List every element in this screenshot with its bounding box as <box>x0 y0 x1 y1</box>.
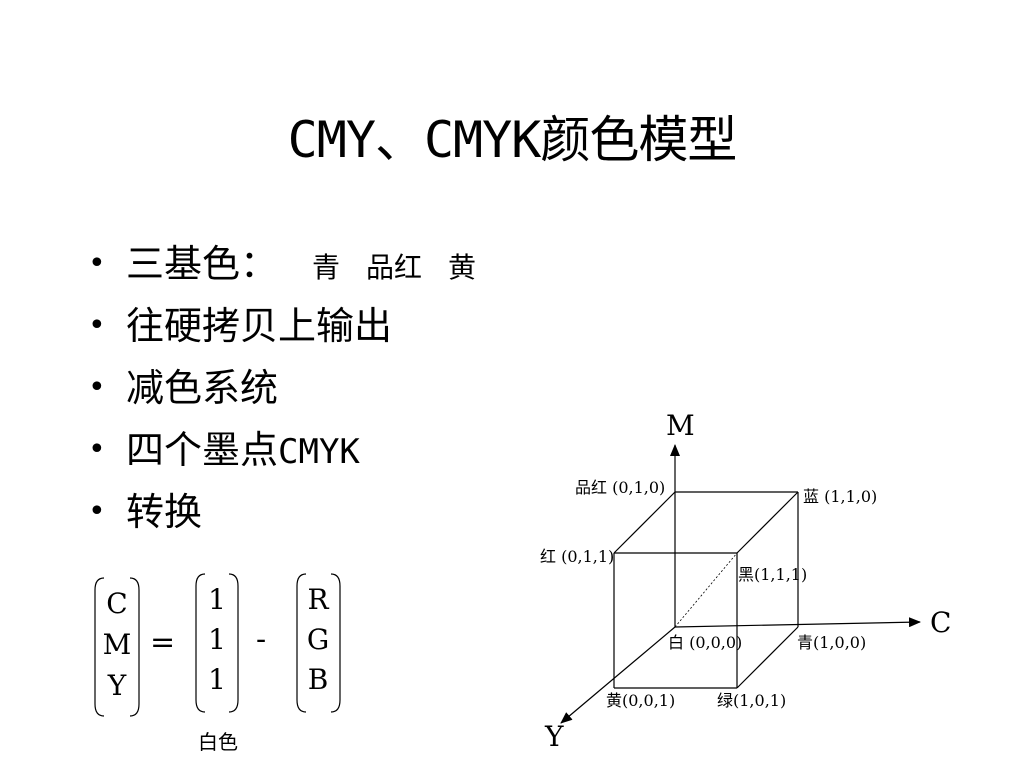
vertex-blue-label: 蓝 (1,1,0) <box>803 487 877 506</box>
color-magenta-label: 品红 <box>366 251 423 284</box>
bullet-text: 往硬拷贝上输出 <box>126 304 393 348</box>
bracket-rgb-close <box>330 573 341 713</box>
matrix-cmy: C M Y <box>99 590 135 710</box>
matrix-entry: 1 <box>208 623 226 656</box>
equals-sign: = <box>150 625 176 660</box>
vertex-white-label: 白 (0,0,0) <box>668 633 742 652</box>
matrix-rgb: R G B <box>300 586 336 706</box>
matrix-entry: 1 <box>208 583 226 616</box>
matrix-entry: B <box>307 663 329 696</box>
bullet-dot: • <box>88 308 106 343</box>
matrix-entry: M <box>102 628 132 661</box>
vertex-red-label: 红 (0,1,1) <box>540 547 614 566</box>
color-cyan-label: 青 <box>312 251 341 284</box>
color-yellow-label: 黄 <box>448 251 477 284</box>
bullet-text: 转换 <box>126 490 203 534</box>
primary-colors: 青品红黄 <box>312 251 502 284</box>
cube-edge <box>736 626 799 689</box>
bracket-left-cmy-open <box>94 577 105 717</box>
vertex-black-label: 黑(1,1,1) <box>738 565 807 584</box>
bullet-cmyk: • 四个墨点CMYK <box>88 424 502 486</box>
bullet-text: 减色系统 <box>126 366 279 410</box>
axis-y-arrow <box>560 626 676 724</box>
bullet-conversion: • 转换 <box>88 486 502 548</box>
matrix-entry: G <box>306 623 330 656</box>
bullet-text: 四个墨点 <box>126 428 279 472</box>
bullet-dot: • <box>88 494 106 529</box>
vertex-yellow-label: 黄(0,0,1) <box>606 691 675 710</box>
axis-m-label: M <box>666 409 695 442</box>
vertex-cyan-label: 青(1,0,0) <box>797 633 866 652</box>
bullet-primary-colors: • 三基色： 青品红黄 <box>88 238 502 300</box>
cube-edge <box>613 491 676 554</box>
cube-edge <box>736 491 799 554</box>
slide-title: CMY、CMYK颜色模型 <box>287 111 738 169</box>
matrix-entry: Y <box>107 669 127 702</box>
cube-diagonal <box>674 552 738 628</box>
bullet-dot: • <box>88 432 106 467</box>
matrix-entry: C <box>106 587 128 620</box>
minus-sign: - <box>256 622 267 657</box>
bracket-left-cmy-close <box>129 577 140 717</box>
bullet-subtractive: • 减色系统 <box>88 362 502 424</box>
matrix-ones: 1 1 1 <box>200 586 234 706</box>
axis-y-label: Y <box>544 720 564 753</box>
bullet-dot: • <box>88 246 106 281</box>
bullet-hardcopy: • 往硬拷贝上输出 <box>88 300 502 362</box>
bracket-ones-open <box>195 573 206 713</box>
bullet-text: 三基色： <box>126 242 279 286</box>
bullet-list: • 三基色： 青品红黄 • 往硬拷贝上输出 • 减色系统 • 四个墨点CMYK •… <box>88 238 502 548</box>
bracket-rgb-open <box>296 573 307 713</box>
white-caption: 白色 <box>198 730 238 754</box>
vertex-magenta-label: 品红 (0,1,0) <box>575 478 665 497</box>
bullet-text-cmyk: CMYK <box>278 432 360 472</box>
bracket-ones-close <box>228 573 239 713</box>
matrix-entry: 1 <box>208 663 226 696</box>
axis-c-label: C <box>930 606 951 639</box>
matrix-entry: R <box>307 583 329 616</box>
vertex-green-label: 绿(1,0,1) <box>717 691 786 710</box>
bullet-dot: • <box>88 370 106 405</box>
